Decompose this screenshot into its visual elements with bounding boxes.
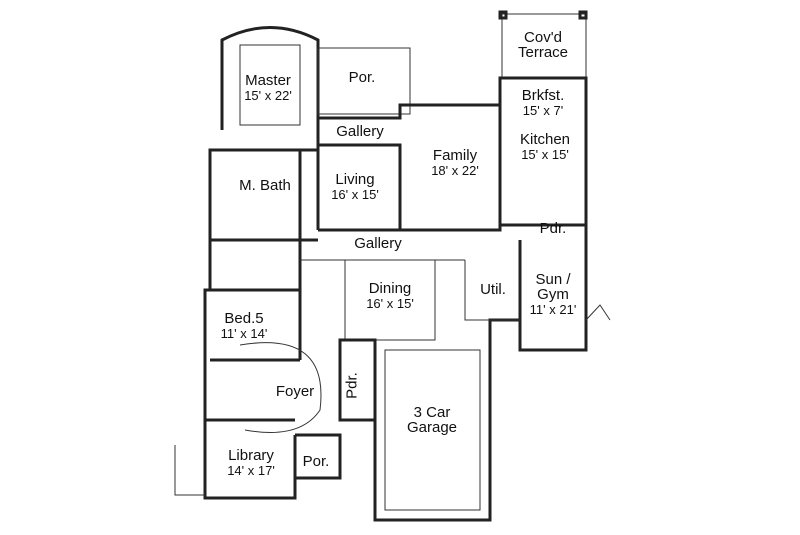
room-name: Dining bbox=[368, 280, 412, 297]
room-powder-foyer: Pdr. bbox=[343, 372, 361, 399]
room-name: Kitchen bbox=[519, 131, 571, 148]
room-name: Gym bbox=[537, 286, 569, 303]
garage-floor bbox=[384, 349, 481, 511]
room-name: Sun / bbox=[535, 271, 571, 288]
room-name: Util. bbox=[480, 281, 506, 298]
room-dims: 16' x 15' bbox=[366, 296, 414, 311]
room-dims: 15' x 7' bbox=[522, 103, 564, 118]
room-porch-top: Por. bbox=[349, 70, 376, 85]
room-name: Pdr. bbox=[343, 372, 361, 399]
room-name: Cov'd bbox=[524, 29, 562, 46]
room-name: Master bbox=[245, 72, 291, 89]
room-powder-kitchen: Pdr. bbox=[540, 221, 567, 236]
room-name: Gallery bbox=[336, 123, 384, 140]
room-brkfst: Brkfst.15' x 7' bbox=[522, 88, 565, 118]
room-dims: 16' x 15' bbox=[331, 187, 379, 202]
room-gallery-upper: Gallery bbox=[336, 124, 384, 139]
room-dims: 18' x 22' bbox=[431, 163, 479, 178]
room-name: Brkfst. bbox=[521, 87, 565, 104]
porch-top bbox=[317, 47, 411, 115]
room-name: Foyer bbox=[275, 383, 315, 400]
room-name: Gallery bbox=[354, 235, 402, 252]
west-exterior-walls bbox=[203, 118, 320, 500]
room-dims: 11' x 21' bbox=[529, 302, 577, 317]
master-walls bbox=[220, 26, 320, 130]
room-name: Por. bbox=[302, 453, 330, 470]
spiral-stair bbox=[239, 342, 322, 433]
room-foyer: Foyer bbox=[276, 384, 314, 399]
room-name: Bed.5 bbox=[224, 310, 264, 327]
room-name: Garage bbox=[406, 419, 458, 436]
room-dims: 14' x 17' bbox=[227, 463, 275, 478]
room-utility: Util. bbox=[480, 282, 506, 297]
room-name: Pdr. bbox=[539, 220, 567, 237]
room-name: Por. bbox=[348, 69, 376, 86]
room-gallery-middle: Gallery bbox=[354, 236, 402, 251]
room-dims: 15' x 15' bbox=[521, 147, 569, 162]
main-exterior-walls bbox=[318, 76, 588, 522]
room-porch-bottom: Por. bbox=[303, 454, 330, 469]
room-dims: 11' x 14' bbox=[220, 326, 268, 341]
room-name: 3 Car bbox=[413, 404, 451, 421]
room-name: Family bbox=[432, 147, 478, 164]
master-tray-ceiling bbox=[239, 44, 301, 126]
room-name: Library bbox=[228, 447, 274, 464]
room-name: Living bbox=[335, 171, 375, 188]
room-master-bath: M. Bath bbox=[239, 178, 291, 193]
room-dims: 15' x 22' bbox=[244, 88, 292, 103]
room-name: M. Bath bbox=[239, 177, 291, 194]
room-name: Terrace bbox=[517, 44, 569, 61]
